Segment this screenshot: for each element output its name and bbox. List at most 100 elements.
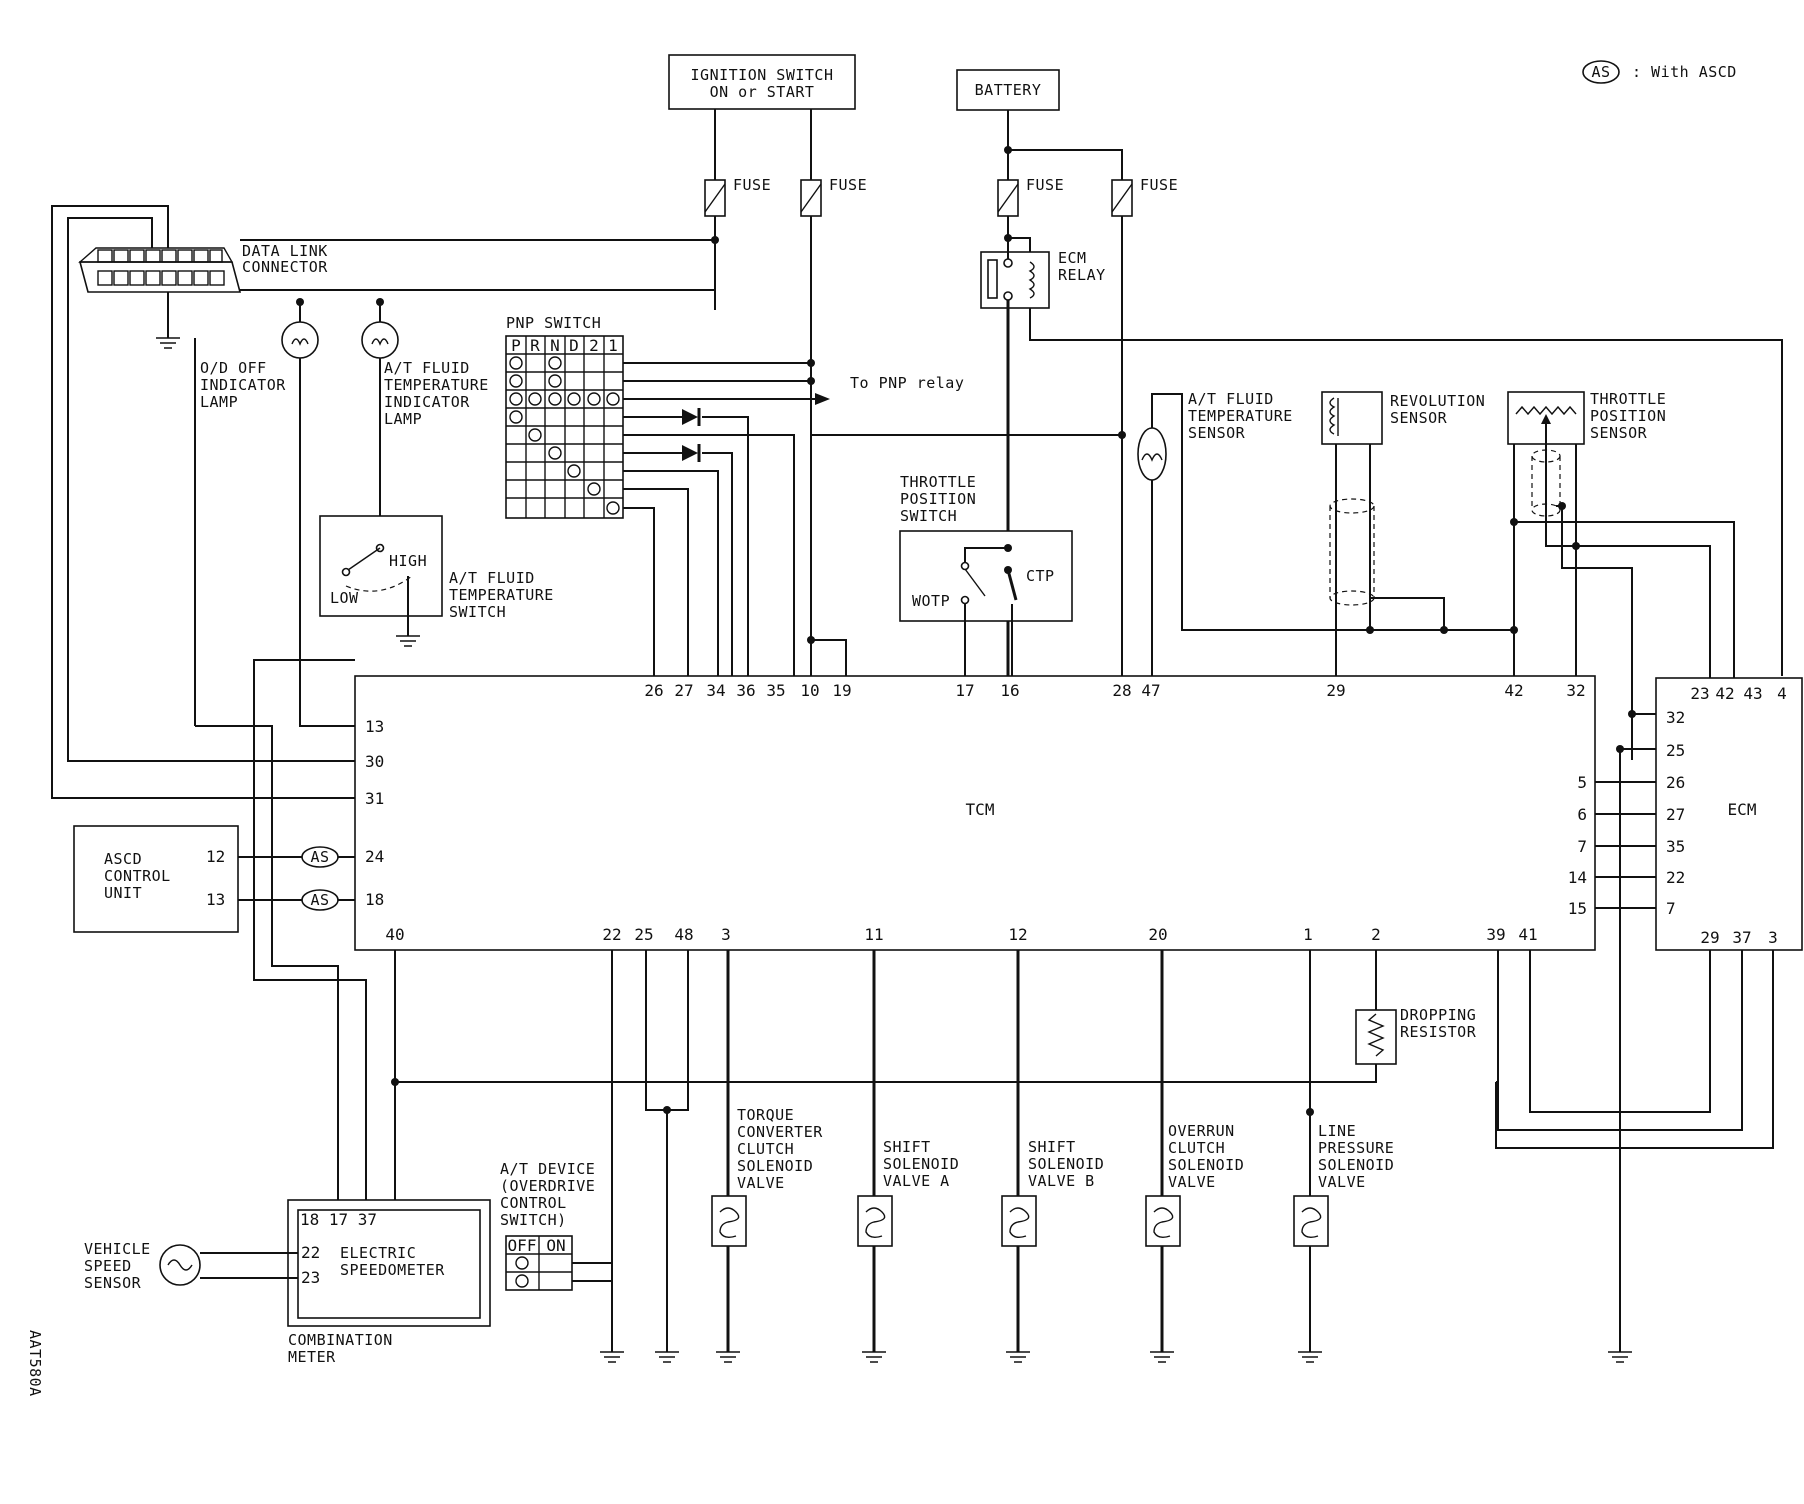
tcm-bottom-pins: 40 22 25 48 3 11 12 20 1 2 39 41 (385, 925, 1537, 944)
svg-text:LINE: LINE (1318, 1122, 1356, 1140)
as-badge-legend (1582, 60, 1620, 84)
svg-text:22: 22 (602, 925, 621, 944)
svg-text:15: 15 (1568, 899, 1587, 918)
svg-text:37: 37 (1732, 928, 1751, 947)
fuse-ign-1: FUSE (704, 176, 771, 217)
svg-text:32: 32 (1566, 681, 1585, 700)
line-pressure-solenoid-valve: LINE PRESSURE SOLENOID VALVE (1293, 950, 1394, 1363)
svg-text:16: 16 (1000, 681, 1019, 700)
svg-text:METER: METER (288, 1348, 336, 1366)
svg-text:5: 5 (1577, 773, 1587, 792)
tcm: TCM (354, 675, 1596, 951)
at-fluid-temperature-sensor: A/T FLUID TEMPERATURE SENSOR (1137, 390, 1292, 481)
data-link-connector: DATA LINK CONNECTOR (78, 242, 328, 293)
torque-converter-solenoid-valve: TORQUE CONVERTER CLUTCH SOLENOID VALVE (711, 950, 823, 1363)
svg-text:42: 42 (1504, 681, 1523, 700)
shift-solenoid-valve-b: SHIFT SOLENOID VALVE B (1001, 950, 1104, 1363)
svg-text:CONTROL: CONTROL (500, 1194, 567, 1212)
svg-text:4: 4 (1777, 684, 1787, 703)
svg-text:12: 12 (206, 847, 225, 866)
svg-text:O/D OFF: O/D OFF (200, 359, 267, 377)
ecm-top-pins: 23 42 43 4 (1690, 684, 1786, 703)
svg-text:WOTP: WOTP (912, 592, 950, 610)
svg-text:13: 13 (206, 890, 225, 909)
svg-text:AS: AS (310, 891, 329, 909)
svg-text:P: P (511, 336, 521, 355)
shift-solenoid-valve-a: SHIFT SOLENOID VALVE A (857, 950, 959, 1363)
ecm: ECM (1655, 677, 1803, 951)
svg-text:7: 7 (1666, 899, 1676, 918)
svg-text:OFF: OFF (508, 1236, 537, 1255)
ignition-switch-label-2: ON or START (710, 83, 815, 101)
svg-text:3: 3 (721, 925, 731, 944)
as-badge-18: AS (301, 889, 339, 911)
svg-text:SENSOR: SENSOR (1390, 409, 1448, 427)
svg-text:A/T FLUID: A/T FLUID (449, 569, 535, 587)
svg-text:REVOLUTION: REVOLUTION (1390, 392, 1485, 410)
svg-text:SWITCH): SWITCH) (500, 1211, 567, 1229)
throttle-position-switch: THROTTLE POSITION SWITCH CTP WOTP (899, 473, 1073, 622)
pnp-switch: PNP SWITCH P R N D 2 1 (505, 314, 624, 519)
svg-text:19: 19 (832, 681, 851, 700)
svg-text:43: 43 (1743, 684, 1762, 703)
svg-text:R: R (530, 336, 540, 355)
svg-text:SHIFT: SHIFT (883, 1138, 931, 1156)
svg-text:CLUTCH: CLUTCH (1168, 1139, 1225, 1157)
svg-text:INDICATOR: INDICATOR (384, 393, 470, 411)
svg-text:D: D (569, 336, 579, 355)
svg-text:RELAY: RELAY (1058, 266, 1106, 284)
svg-text:THROTTLE: THROTTLE (900, 473, 976, 491)
legend-badge: AS (1591, 63, 1610, 81)
svg-text:THROTTLE: THROTTLE (1590, 390, 1666, 408)
svg-text:26: 26 (644, 681, 663, 700)
svg-text:COMBINATION: COMBINATION (288, 1331, 393, 1349)
fuse-bat-2: FUSE (1111, 176, 1178, 217)
svg-text:34: 34 (706, 681, 725, 700)
svg-text:SPEEDOMETER: SPEEDOMETER (340, 1261, 445, 1279)
svg-text:SWITCH: SWITCH (449, 603, 506, 621)
svg-text:ON: ON (546, 1236, 565, 1255)
svg-text:ASCD: ASCD (104, 850, 142, 868)
svg-text:22: 22 (1666, 868, 1685, 887)
svg-text:27: 27 (674, 681, 693, 700)
svg-text:17: 17 (955, 681, 974, 700)
svg-text:A/T DEVICE: A/T DEVICE (500, 1160, 595, 1178)
svg-text:FUSE: FUSE (1140, 176, 1178, 194)
ignition-switch: IGNITION SWITCH ON or START (668, 54, 856, 110)
svg-text:7: 7 (1577, 837, 1587, 856)
svg-text:LOW: LOW (330, 589, 359, 607)
svg-text:36: 36 (736, 681, 755, 700)
svg-text:VEHICLE: VEHICLE (84, 1240, 151, 1258)
fuse-bat-1: FUSE (997, 176, 1064, 217)
svg-text:AS: AS (310, 848, 329, 866)
legend-text: : With ASCD (1632, 63, 1737, 81)
svg-text:PRESSURE: PRESSURE (1318, 1139, 1394, 1157)
svg-text:VALVE B: VALVE B (1028, 1172, 1095, 1190)
svg-text:VALVE A: VALVE A (883, 1172, 950, 1190)
svg-text:SPEED: SPEED (84, 1257, 132, 1275)
svg-text:35: 35 (766, 681, 785, 700)
svg-text:FUSE: FUSE (829, 176, 867, 194)
svg-text:3: 3 (1768, 928, 1778, 947)
svg-text:UNIT: UNIT (104, 884, 142, 902)
svg-text:25: 25 (634, 925, 653, 944)
dropping-resistor: DROPPING RESISTOR (1355, 1006, 1477, 1065)
svg-text:26: 26 (1666, 773, 1685, 792)
svg-text:(OVERDRIVE: (OVERDRIVE (500, 1177, 595, 1195)
svg-text:40: 40 (385, 925, 404, 944)
svg-text:DROPPING: DROPPING (1400, 1006, 1476, 1024)
svg-text:32: 32 (1666, 708, 1685, 727)
svg-text:SHIFT: SHIFT (1028, 1138, 1076, 1156)
svg-text:RESISTOR: RESISTOR (1400, 1023, 1477, 1041)
at-device-overdrive-switch: A/T DEVICE (OVERDRIVE CONTROL SWITCH) OF… (500, 1160, 595, 1291)
svg-text:SENSOR: SENSOR (1590, 424, 1648, 442)
svg-text:CONNECTOR: CONNECTOR (242, 258, 328, 276)
svg-text:18 17 37: 18 17 37 (300, 1210, 377, 1229)
svg-text:PNP SWITCH: PNP SWITCH (506, 314, 601, 332)
svg-text:CLUTCH: CLUTCH (737, 1140, 794, 1158)
svg-text:31: 31 (365, 789, 384, 808)
od-off-indicator-lamp: O/D OFF INDICATOR LAMP (200, 321, 319, 411)
svg-text:A/T FLUID: A/T FLUID (384, 359, 470, 377)
svg-text:TCM: TCM (966, 800, 995, 819)
